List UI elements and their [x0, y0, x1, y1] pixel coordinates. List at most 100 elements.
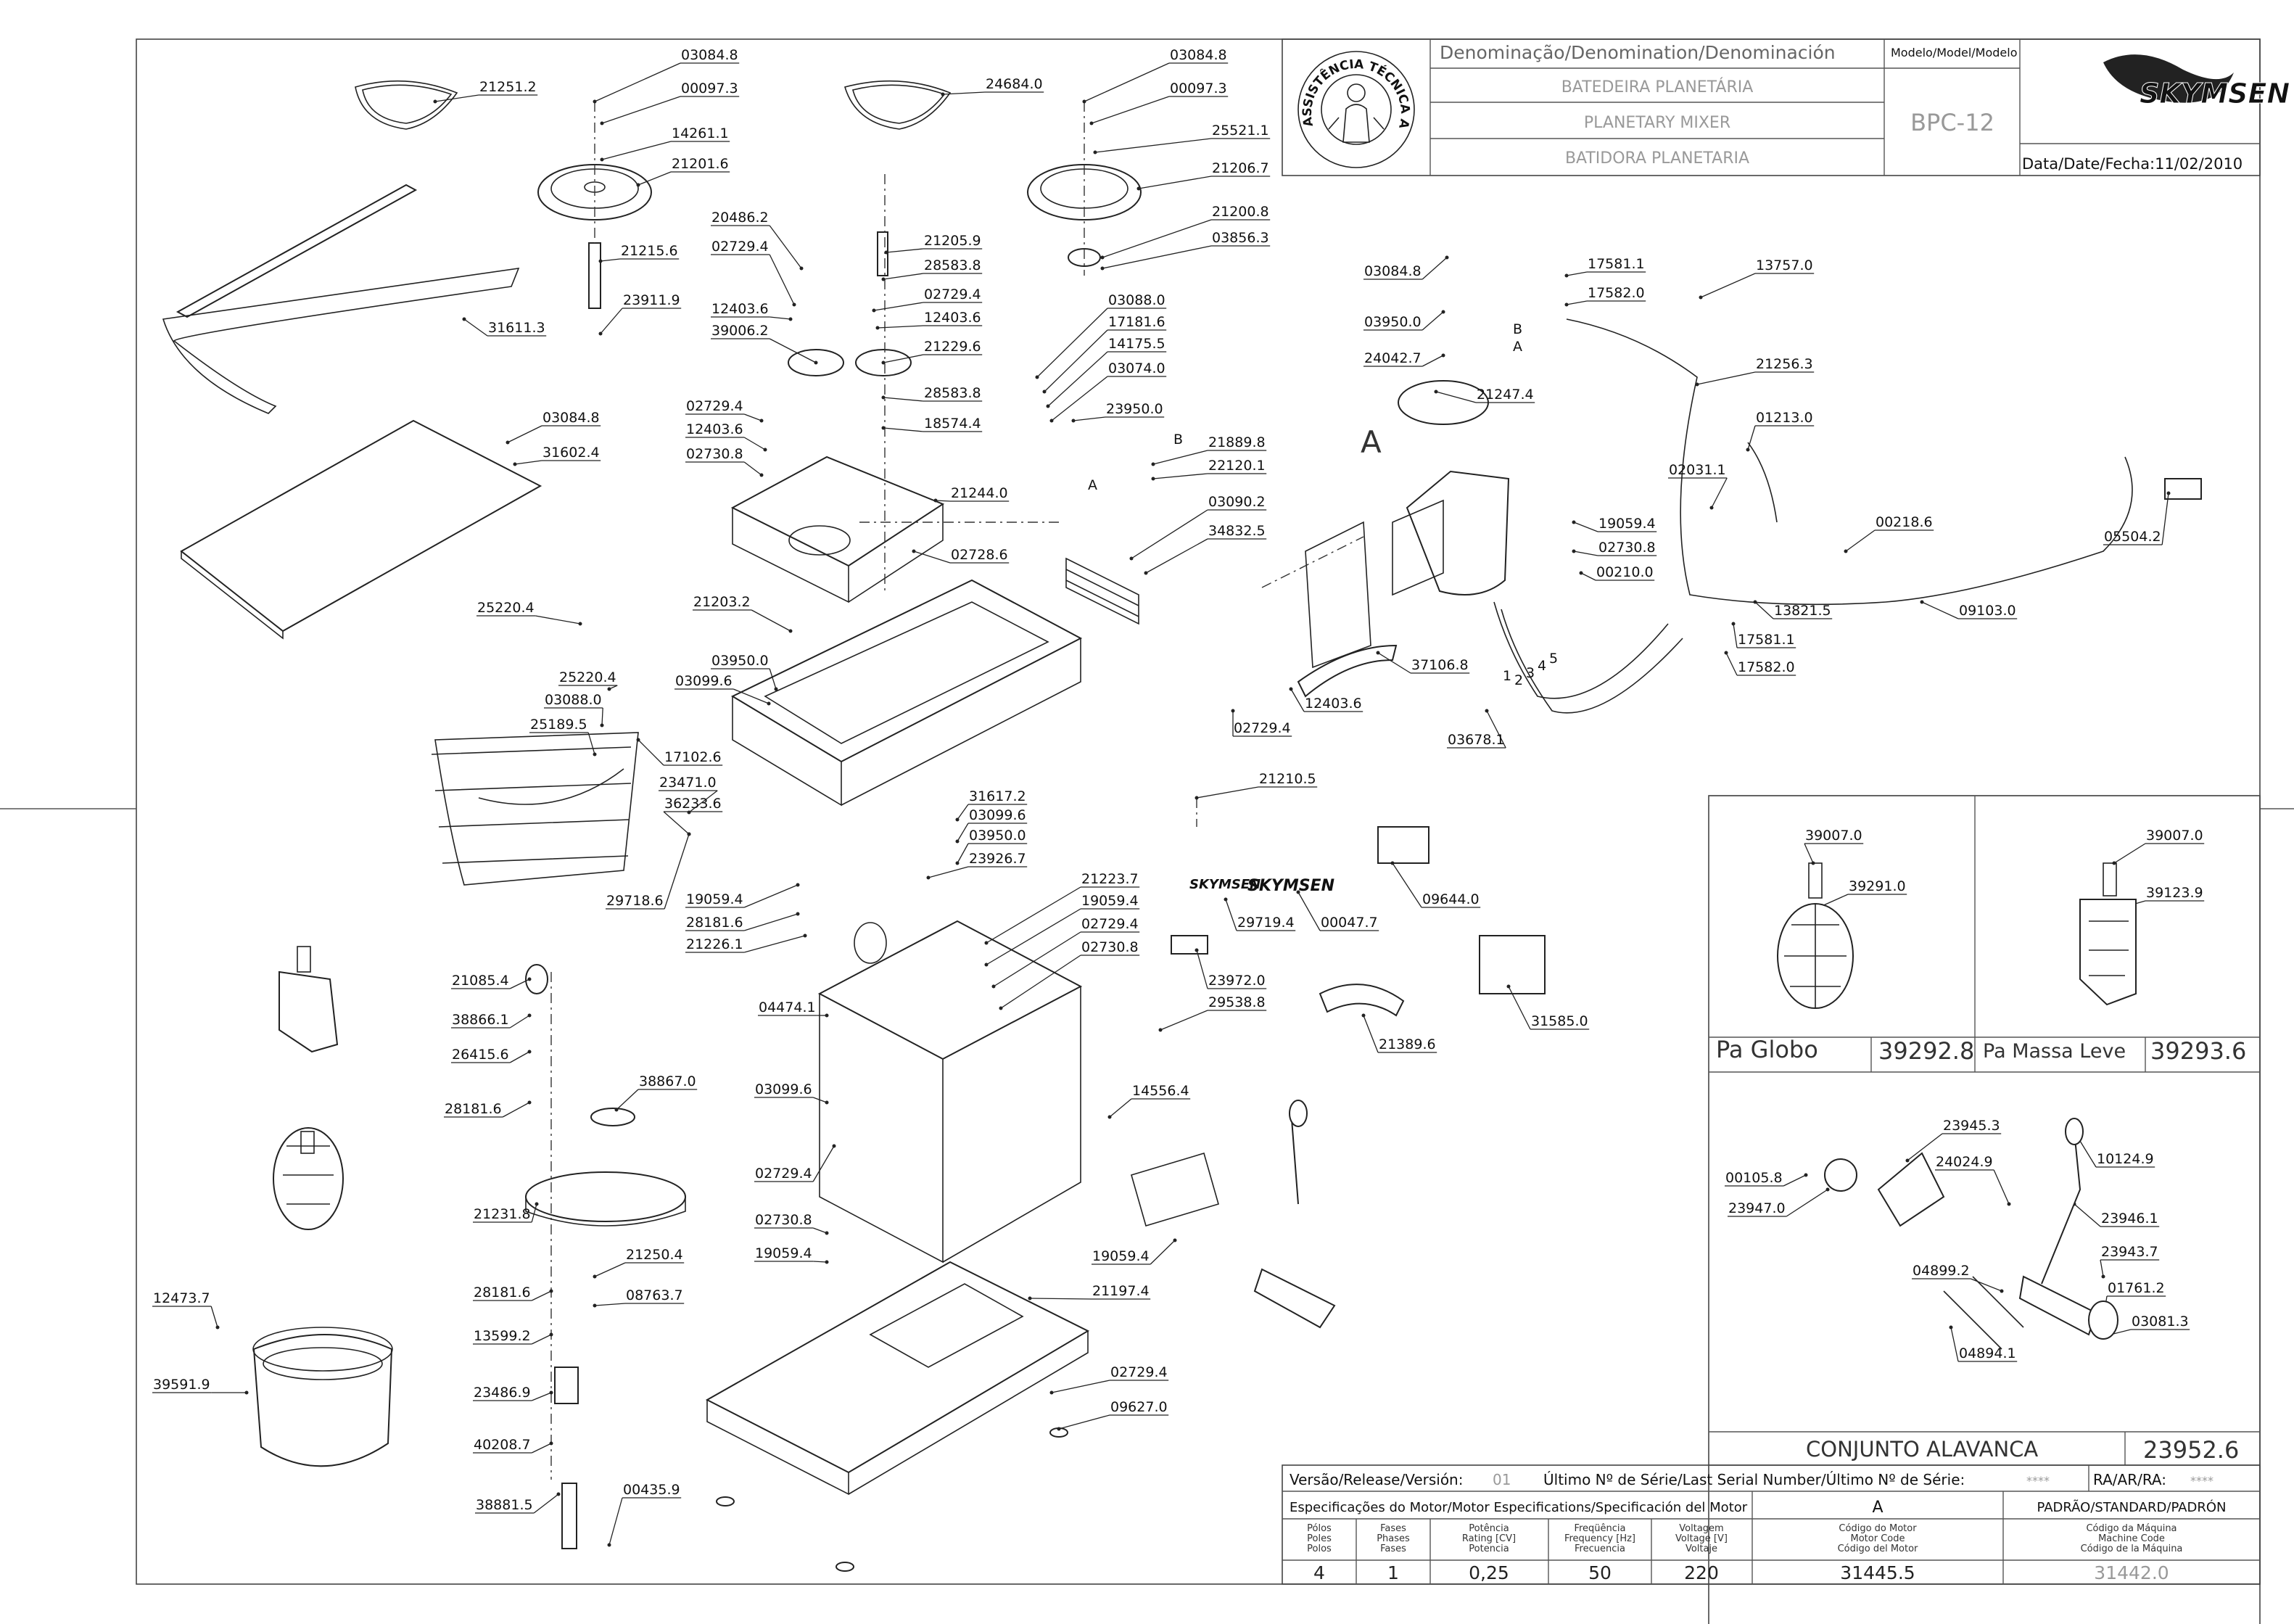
callout-leader: [1091, 96, 1170, 124]
part-number-label: 03084.8: [681, 47, 738, 63]
callout-leader: [514, 460, 542, 465]
callout-leader: [957, 804, 969, 820]
callout-tip: [614, 1108, 619, 1112]
callout-tip: [433, 99, 437, 104]
callout-leader: [769, 338, 817, 363]
callout-leader: [1970, 1278, 2002, 1292]
part-number-label: 00097.3: [681, 81, 738, 96]
callout-tip: [1082, 99, 1086, 104]
part-number-label: 02729.4: [924, 287, 981, 302]
callout-tip: [788, 629, 793, 633]
callout-tip: [556, 1492, 561, 1496]
callout-tip: [1390, 861, 1395, 865]
lever-part-label: 03081.3: [2132, 1314, 2189, 1330]
callout-tip: [792, 302, 796, 307]
callout-leader: [812, 1097, 828, 1103]
part-number-label: 03090.2: [1208, 494, 1266, 510]
callout-leader: [883, 354, 924, 363]
whisk-name: Pa Globo: [1716, 1036, 1818, 1063]
callout-tip: [1905, 1158, 1910, 1163]
callout-leader: [1725, 652, 1738, 676]
callout-leader: [1711, 477, 1728, 508]
part-number-label: 19059.4: [686, 891, 743, 907]
callout-tip: [578, 622, 582, 626]
callout-tip: [527, 977, 532, 981]
callout-tip: [1376, 651, 1380, 655]
part-number-label: 23950.0: [1106, 401, 1163, 417]
lever-part-label: 01761.2: [2108, 1280, 2165, 1296]
callout-leader: [812, 1145, 835, 1182]
callout-leader: [1051, 1380, 1110, 1393]
callout-leader: [743, 461, 762, 476]
callout-tip: [1485, 709, 1489, 713]
part-number-label: 28181.6: [686, 915, 743, 931]
part-number-label: 38866.1: [452, 1012, 509, 1028]
seal-text: ASSISTÊNCIA TÉCNICA AUTORIZADA: [0, 0, 1412, 131]
callout-leader: [509, 978, 530, 989]
callout-tip: [1100, 255, 1105, 260]
callout-leader: [1573, 522, 1598, 532]
callout-leader: [769, 225, 802, 269]
callout-tip: [549, 1289, 553, 1293]
callout-tip: [593, 752, 597, 757]
callout-tip: [636, 738, 640, 742]
callout-tip: [1695, 382, 1699, 387]
part-number-label: 36233.6: [664, 796, 722, 812]
callout-tip: [1089, 121, 1094, 125]
whisk-part-label: 39007.0: [1805, 828, 1862, 844]
part-number-label: 09627.0: [1110, 1399, 1168, 1415]
svg-text:Frecuencia: Frecuencia: [1575, 1543, 1625, 1554]
part-number-label: 28181.6: [474, 1285, 531, 1301]
part-number-label: 25220.4: [477, 600, 535, 616]
callout-tip: [955, 839, 960, 844]
callout-tip: [598, 259, 603, 263]
callout-leader: [531, 1392, 552, 1401]
part-number-label: 40208.7: [474, 1437, 531, 1453]
part-number-label: 25220.4: [559, 669, 616, 685]
part-number-label: 13599.2: [474, 1328, 531, 1344]
denomination-header: Denominação/Denomination/Denominación: [1440, 42, 1836, 63]
part-number-label: 38867.0: [639, 1073, 696, 1089]
callout-leader: [743, 413, 762, 421]
part-number-label: 17582.0: [1738, 659, 1795, 675]
part-number-label: 04474.1: [759, 999, 816, 1015]
part-number-label: 21889.8: [1208, 434, 1266, 450]
part-number-label: 03099.6: [675, 673, 733, 689]
wire-letter: A: [1513, 339, 1522, 355]
callout-leader: [1422, 311, 1444, 331]
callout-tip: [1844, 549, 1848, 553]
ra-value: ****: [2190, 1474, 2213, 1488]
callout-leader: [1845, 529, 1876, 552]
callout-leader: [751, 609, 791, 632]
callout-tip: [1093, 150, 1097, 154]
callout-tip: [607, 687, 611, 691]
part-number-label: 02728.6: [951, 547, 1008, 563]
callout-tip: [1825, 1187, 1830, 1192]
spec-block: Versão/Release/Versión: 01 Último Nº de …: [1282, 1464, 2261, 1585]
part-number-label: 18574.4: [924, 416, 981, 432]
part-number-label: 03099.6: [969, 807, 1026, 823]
lever-part-label: 00105.8: [1725, 1170, 1783, 1186]
callout-leader: [1422, 257, 1448, 280]
callout-tip: [2007, 1202, 2011, 1206]
part-number-label: 21247.4: [1477, 387, 1534, 403]
callout-tip: [1057, 1427, 1061, 1431]
callout-tip: [1724, 651, 1728, 655]
callout-tip: [799, 266, 804, 271]
svg-text:Código de la Máquina: Código de la Máquina: [2081, 1543, 2183, 1554]
part-number-label: 21256.3: [1756, 356, 1813, 372]
part-number-label: 21251.2: [479, 79, 537, 95]
callout-tip: [1434, 389, 1438, 394]
callout-leader: [638, 171, 672, 186]
part-number-label: 21206.7: [1212, 160, 1269, 176]
callout-tip: [1035, 375, 1039, 379]
callout-leader: [600, 308, 623, 334]
lever-kit-code: 23952.6: [2143, 1436, 2239, 1464]
callout-tip: [598, 331, 603, 336]
callout-leader: [813, 1261, 828, 1263]
part-number-label: 03678.1: [1448, 732, 1505, 748]
part-number-label: 21200.8: [1212, 204, 1269, 220]
callout-tip: [825, 1260, 829, 1264]
callout-tip: [832, 1144, 836, 1148]
callout-tip: [1289, 687, 1293, 691]
